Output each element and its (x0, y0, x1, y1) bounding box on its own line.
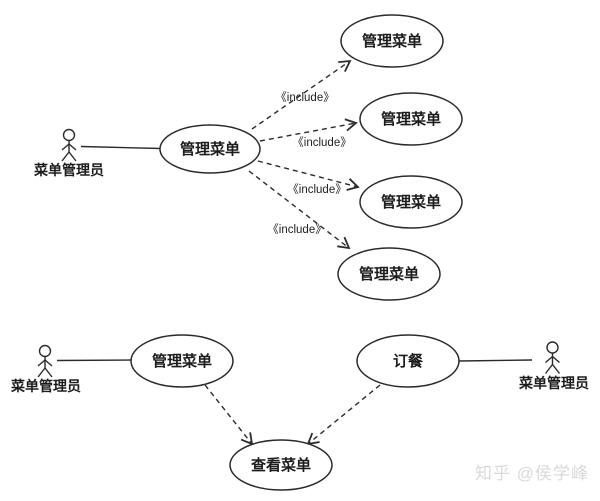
use-case-included-2-label: 管理菜单 (381, 110, 441, 128)
actor-label-bottom-right: 菜单管理员 (518, 375, 589, 391)
use-case-bottom-left-label: 管理菜单 (152, 352, 212, 370)
actor-figure-top (61, 128, 77, 162)
use-case-included-4 (337, 247, 441, 301)
actor-label-bottom-left: 菜单管理员 (10, 378, 81, 394)
include-arrow-2 (259, 118, 358, 142)
dependency-arrow-right (306, 384, 381, 446)
use-case-included-4-label: 管理菜单 (359, 265, 419, 283)
watermark: 知乎 @侯学峰 (475, 464, 589, 483)
actor-figure-bottom-left (37, 344, 53, 378)
actor-label-top: 菜单管理员 (33, 162, 104, 178)
use-case-bottom-left (130, 334, 234, 388)
use-case-included-1-label: 管理菜单 (362, 32, 422, 50)
include-stereotype-3: 《include》 (287, 183, 346, 196)
use-case-included-3-label: 管理菜单 (381, 193, 441, 211)
include-stereotype-4: 《include》 (267, 223, 326, 236)
include-arrow-4 (248, 170, 351, 250)
dependency-arrow-left (204, 384, 254, 446)
use-case-shared-label: 查看菜单 (251, 456, 311, 474)
use-case-included-1 (340, 14, 444, 68)
include-stereotype-1: 《include》 (275, 91, 334, 104)
association-top-actor-main (80, 145, 162, 150)
association-bottom-right (458, 359, 533, 362)
use-case-main-label: 管理菜单 (180, 140, 240, 158)
use-case-shared (229, 439, 333, 491)
use-case-bottom-right-label: 订餐 (393, 352, 424, 370)
include-arrow-1 (251, 59, 352, 130)
use-case-bottom-right (356, 334, 460, 388)
use-case-included-2 (359, 92, 463, 146)
use-case-main (159, 124, 261, 174)
association-bottom-left (56, 359, 132, 362)
include-stereotype-2: 《include》 (292, 136, 351, 149)
actor-figure-bottom-right (544, 341, 561, 374)
use-case-included-3 (359, 175, 463, 229)
